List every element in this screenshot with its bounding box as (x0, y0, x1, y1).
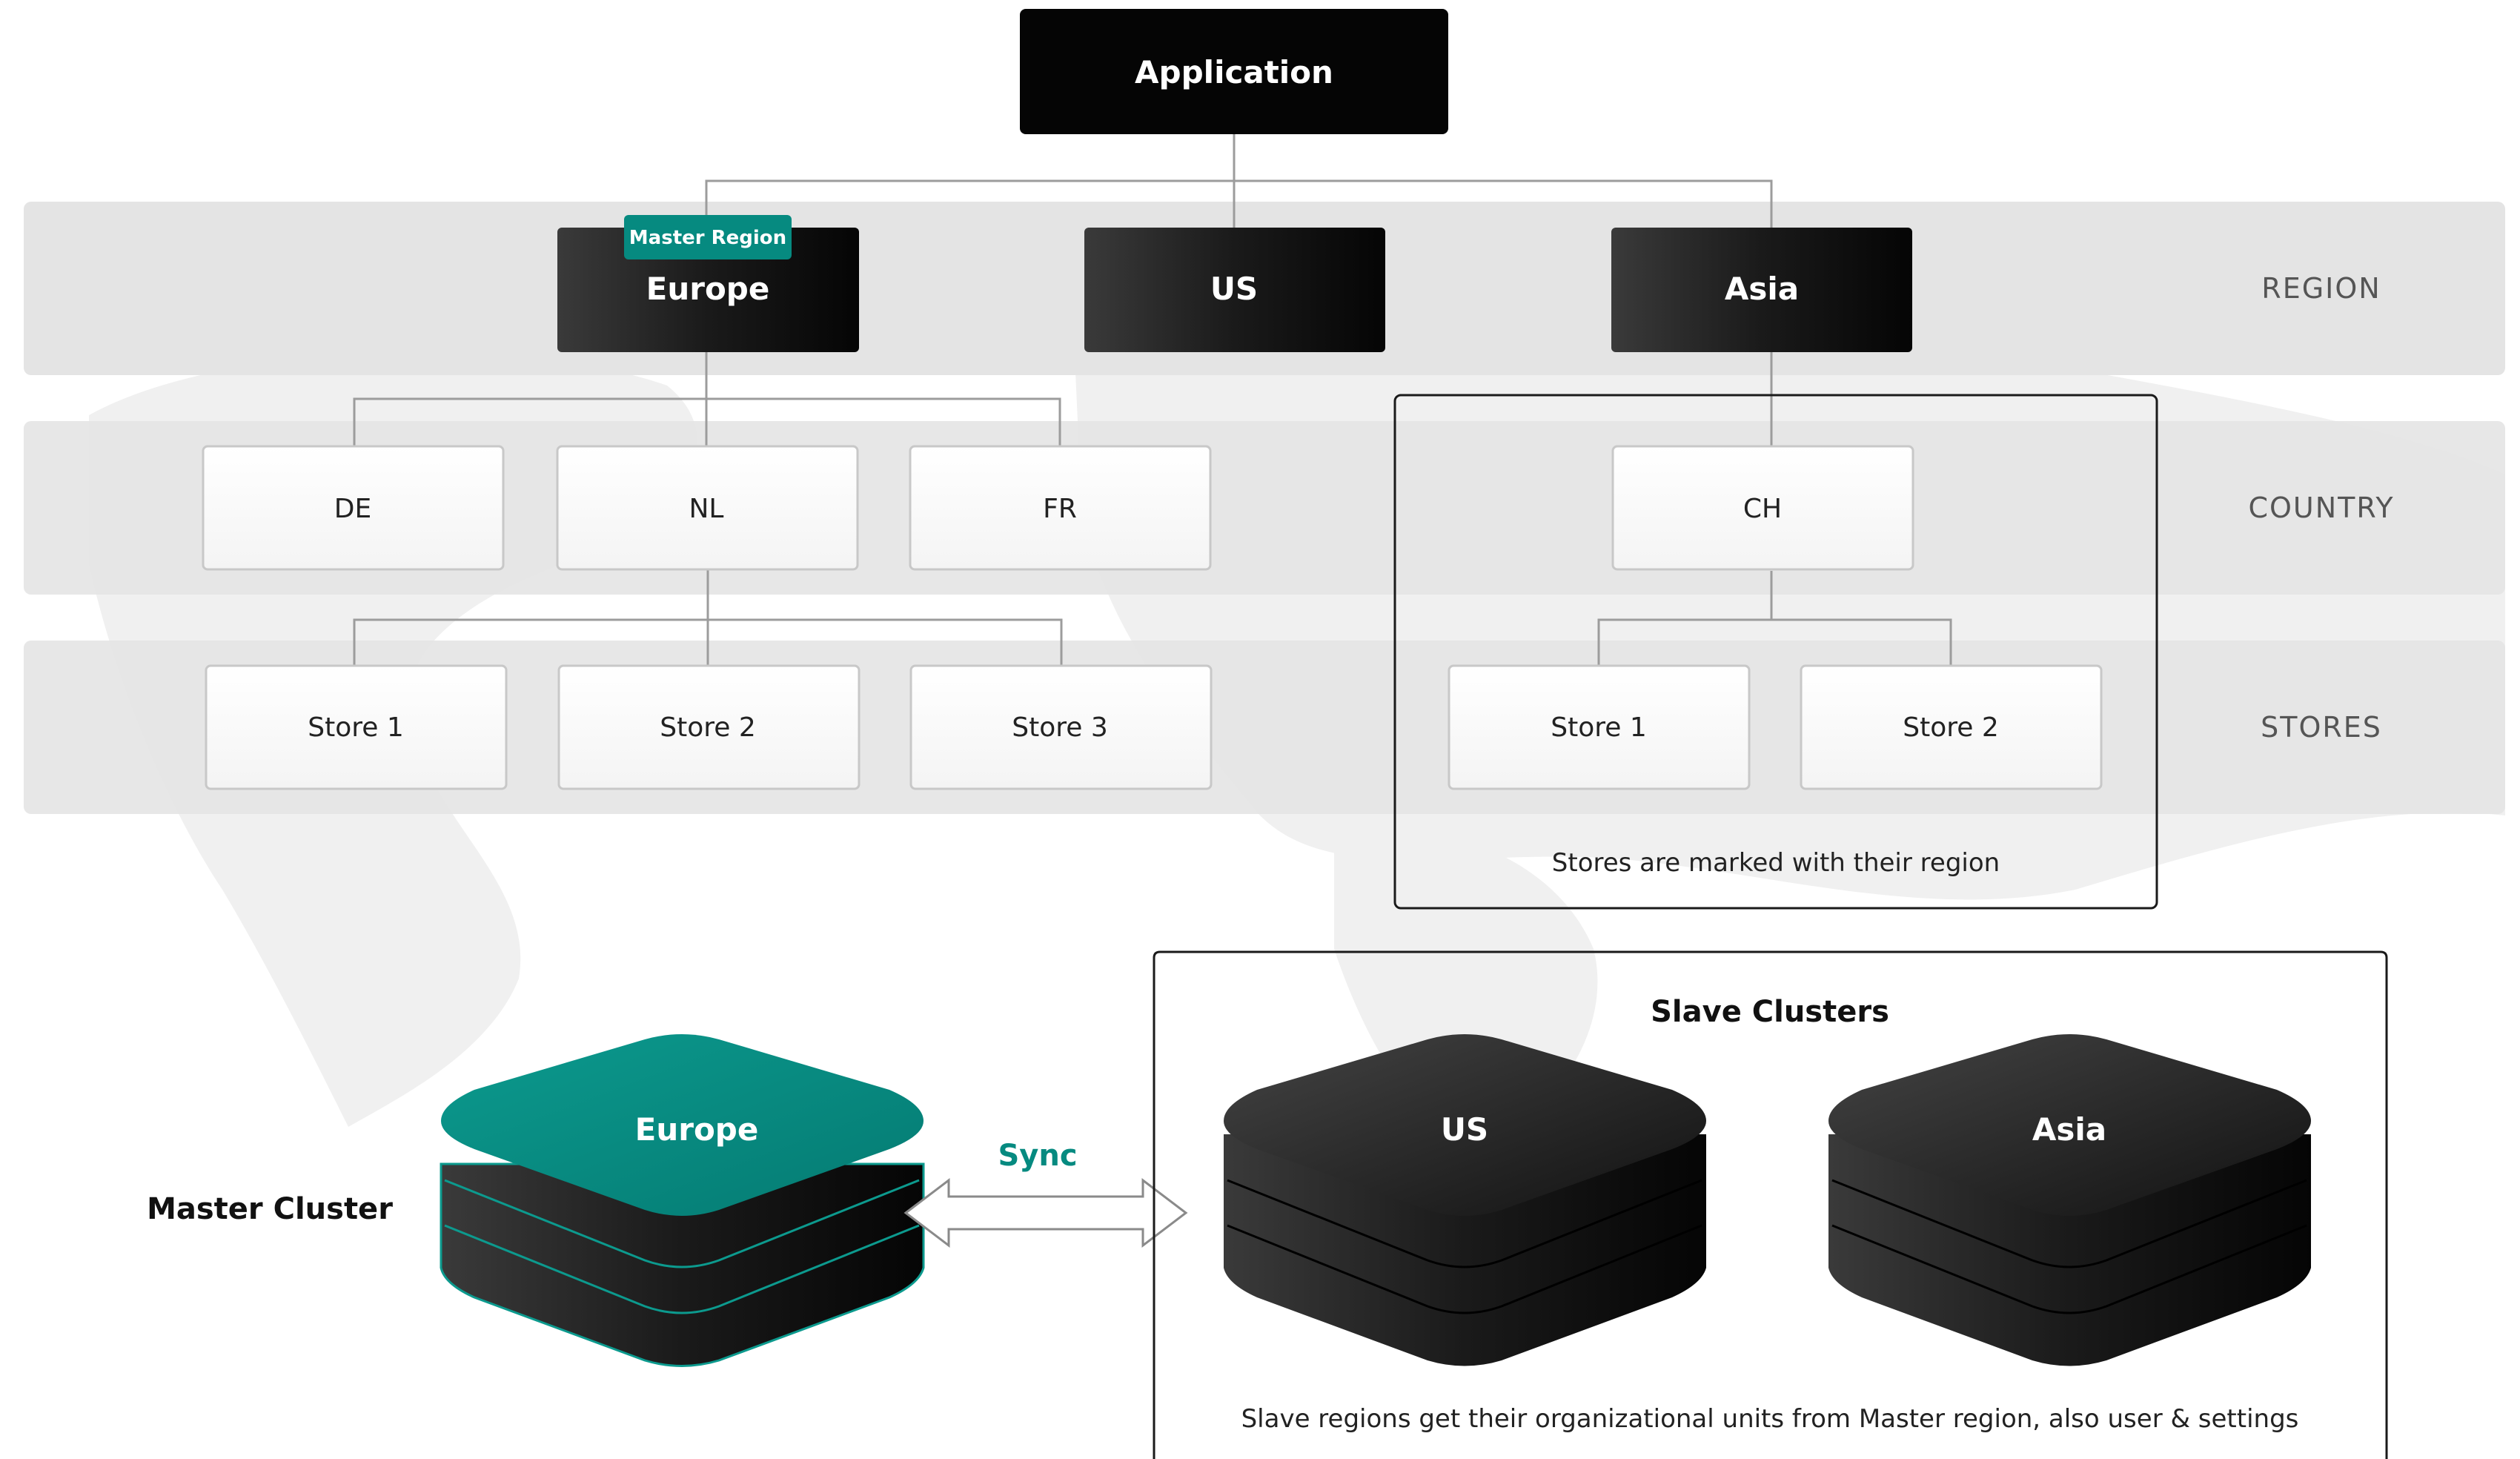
asia-note: Stores are marked with their region (1552, 848, 2000, 878)
master-region-badge (624, 215, 792, 259)
store-node-asia-1 (1448, 664, 1751, 790)
country-label-fr: FR (1043, 494, 1077, 524)
slave-cluster-stack-us (1224, 1034, 1706, 1366)
store-node-eu-1 (205, 664, 508, 790)
country-node-fr (909, 445, 1212, 571)
slave-cluster-name-asia: Asia (2032, 1111, 2106, 1148)
region-label-us: US (1210, 271, 1258, 307)
store-label-asia-1: Store 1 (1551, 712, 1647, 743)
store-node-eu-3 (909, 664, 1213, 790)
region-label-europe: Europe (646, 271, 770, 307)
country-label-ch: CH (1743, 494, 1782, 524)
sync-label: Sync (998, 1139, 1077, 1173)
application-box (1020, 9, 1448, 134)
store-label-asia-2: Store 2 (1903, 712, 1999, 743)
region-node-us (1084, 228, 1385, 352)
country-node-de (202, 445, 505, 571)
master-cluster-label: Master Cluster (147, 1192, 393, 1226)
band-label-region: REGION (2261, 272, 2381, 305)
band-label-country: COUNTRY (2248, 492, 2394, 524)
master-cluster-name: Europe (635, 1111, 759, 1148)
master-region-badge-label: Master Region (629, 227, 786, 249)
country-node-nl (556, 445, 859, 571)
sync-double-arrow (903, 1177, 1188, 1248)
slave-clusters-title: Slave Clusters (1651, 995, 1889, 1029)
store-label-eu-1: Store 1 (308, 712, 404, 743)
store-label-eu-2: Store 2 (660, 712, 756, 743)
country-label-de: DE (334, 494, 371, 524)
store-node-eu-2 (557, 664, 861, 790)
application-label: Application (1135, 54, 1333, 90)
slave-cluster-name-us: US (1441, 1111, 1488, 1148)
store-label-eu-3: Store 3 (1012, 712, 1108, 743)
region-node-asia (1611, 228, 1912, 352)
country-label-nl: NL (689, 494, 724, 524)
store-node-asia-2 (1800, 664, 2103, 790)
tree-connectors (353, 133, 1952, 666)
region-label-asia: Asia (1725, 271, 1799, 307)
band-label-stores: STORES (2261, 711, 2382, 744)
slave-cluster-stack-asia (1828, 1034, 2311, 1366)
master-cluster-stack (440, 1034, 925, 1367)
footer-note: Slave regions get their organizational u… (1241, 1404, 2299, 1434)
slave-clusters-frame (1153, 950, 2388, 1459)
country-node-ch (1611, 445, 1914, 571)
asia-stores-frame (1393, 394, 2158, 910)
